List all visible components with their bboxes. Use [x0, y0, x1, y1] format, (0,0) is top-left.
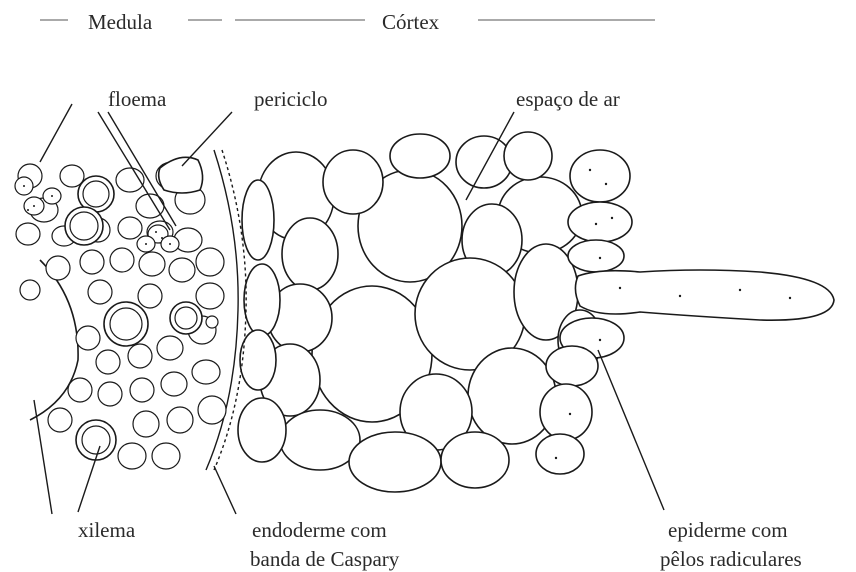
- epiderme-label-line1: epiderme com: [668, 518, 788, 542]
- xilema-label: xilema: [78, 518, 136, 542]
- endoderme-label-line2: banda de Caspary: [250, 547, 400, 571]
- root-hair: [575, 270, 834, 320]
- floema-label: floema: [108, 87, 167, 111]
- periciclo-label: periciclo: [254, 87, 327, 111]
- epiderme-label-line2: pêlos radiculares: [660, 547, 802, 571]
- espaco-de-ar-label: espaço de ar: [516, 87, 620, 111]
- endoderme-label-line1: endoderme com: [252, 518, 387, 542]
- medula-label: Medula: [88, 10, 153, 34]
- cortex-label: Córtex: [382, 10, 440, 34]
